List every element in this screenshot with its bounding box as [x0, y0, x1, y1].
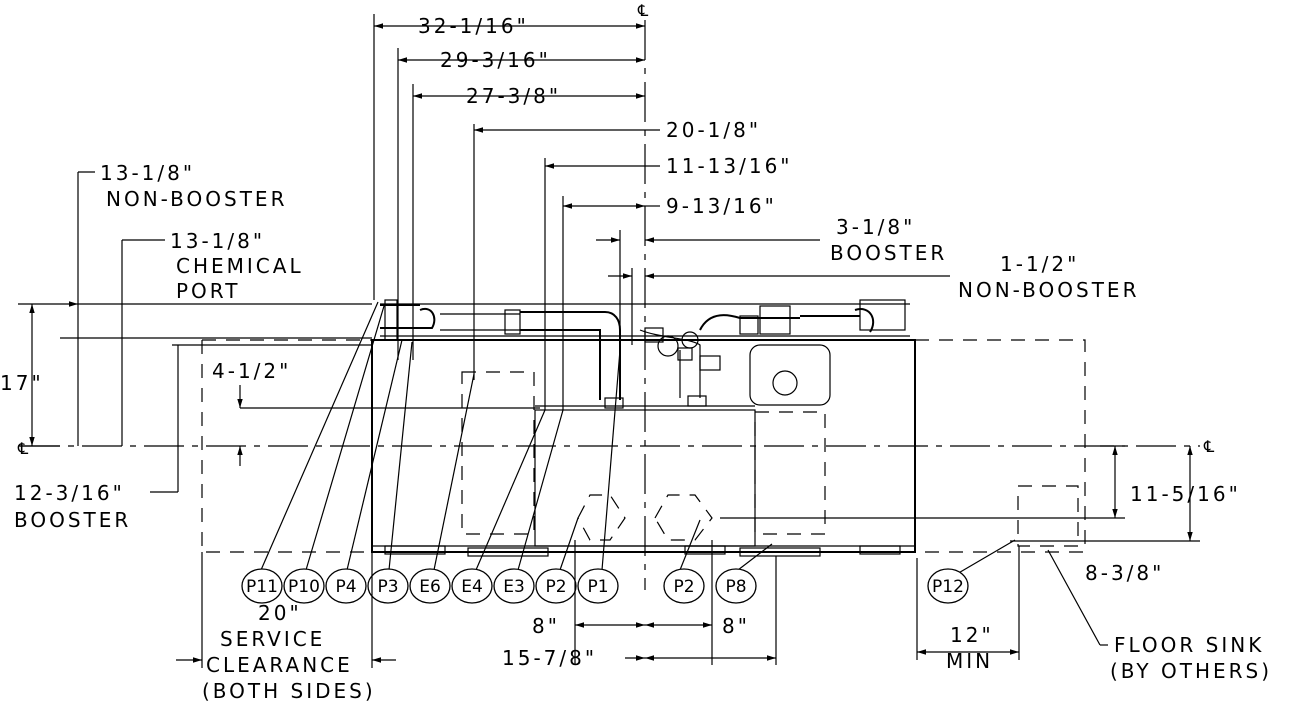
- callout-p2-left: P2: [545, 577, 566, 597]
- machine-body: [371, 299, 916, 557]
- centerline-mark-top: ℄: [637, 1, 649, 20]
- callout-e6: E6: [419, 577, 441, 597]
- floor-sink-line2: (BY OTHERS): [1110, 659, 1272, 683]
- callout-p3: P3: [377, 577, 398, 597]
- dim-13-1-8-chemical-note1: CHEMICAL: [176, 254, 304, 278]
- dim-11-5-16: 11-5/16": [1130, 482, 1241, 506]
- dim-12-3-16: 12-3/16": [14, 481, 125, 505]
- top-dimension-lines: [373, 14, 950, 410]
- centerline-mark-right: ℄: [1203, 437, 1215, 456]
- callout-p12: P12: [932, 577, 964, 597]
- callout-e4: E4: [461, 577, 483, 597]
- service-clearance-line2: CLEARANCE: [206, 653, 353, 677]
- dim-8-3-8: 8-3/8": [1085, 561, 1164, 585]
- dim-9-13-16: 9-13/16": [666, 194, 777, 218]
- dim-3-1-8: 3-1/8": [836, 215, 915, 239]
- dim-20-service: 20": [258, 601, 302, 625]
- dim-13-1-8-chemical-note2: PORT: [176, 279, 240, 303]
- dim-4-1-2: 4-1/2": [212, 359, 291, 383]
- dim-11-13-16: 11-13/16": [666, 154, 793, 178]
- dim-32-1-16: 32-1/16": [418, 14, 529, 38]
- dim-27-3-8: 27-3/8": [466, 84, 561, 108]
- dim-12-3-16-note: BOOSTER: [14, 508, 131, 532]
- callout-p4: P4: [335, 577, 356, 597]
- dim-20-1-8: 20-1/8": [666, 118, 761, 142]
- callout-bubbles: [241, 568, 969, 604]
- bottom-dimension-lines: [176, 540, 1020, 668]
- centerline-mark-left: ℄: [17, 439, 29, 458]
- dim-8-right: 8": [722, 614, 750, 638]
- dim-29-3-16: 29-3/16": [440, 48, 551, 72]
- callout-e3: E3: [503, 577, 525, 597]
- left-dimension-lines: [18, 171, 540, 493]
- dim-13-1-8-nonbooster-note: NON-BOOSTER: [106, 187, 287, 211]
- callout-leaders: [260, 301, 1108, 646]
- callout-p11: P11: [246, 577, 278, 597]
- dim-13-1-8-nonbooster: 13-1/8": [100, 161, 195, 185]
- floor-sink-line1: FLOOR SINK: [1114, 633, 1264, 657]
- dim-3-1-8-note: BOOSTER: [830, 241, 947, 265]
- floor-sink-outline: [1017, 485, 1079, 547]
- right-dimension-lines: [720, 445, 1200, 542]
- dim-12-min: 12": [950, 623, 994, 647]
- callout-p1: P1: [587, 577, 608, 597]
- dim-13-1-8-chemical: 13-1/8": [170, 229, 265, 253]
- callout-p2-right: P2: [673, 577, 694, 597]
- dim-15-7-8: 15-7/8": [502, 646, 597, 670]
- dim-12-min-note: MIN: [946, 649, 993, 673]
- dim-1-1-2-note: NON-BOOSTER: [958, 278, 1139, 302]
- service-clearance-line3: (BOTH SIDES): [202, 679, 376, 703]
- service-clearance-outline: [201, 339, 1086, 553]
- dim-1-1-2: 1-1/2": [1000, 252, 1079, 276]
- callout-p10: P10: [288, 577, 320, 597]
- dim-17: 17": [0, 371, 44, 395]
- dim-8-left: 8": [532, 614, 560, 638]
- service-clearance-line1: SERVICE: [220, 627, 325, 651]
- callout-p8: P8: [725, 577, 746, 597]
